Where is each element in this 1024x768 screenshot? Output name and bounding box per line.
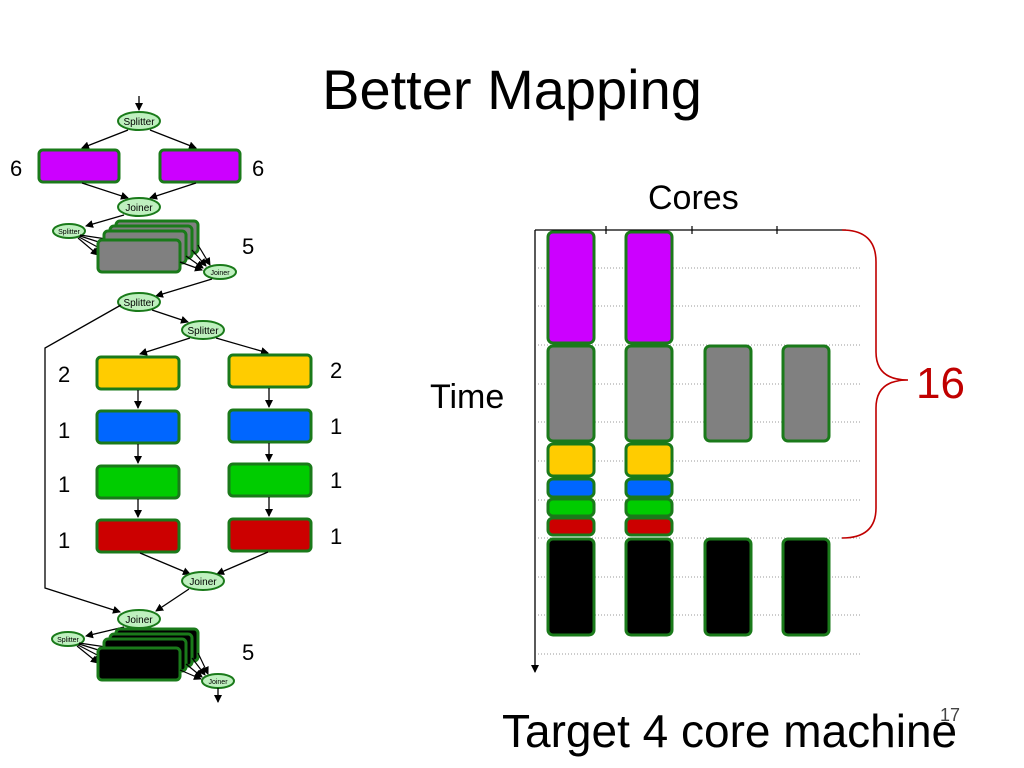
green-filter-left xyxy=(95,464,181,500)
time-axis-label: Time xyxy=(430,378,505,416)
makespan-brace xyxy=(841,229,909,539)
svg-text:Splitter: Splitter xyxy=(123,298,155,309)
svg-text:Joiner: Joiner xyxy=(208,679,228,686)
red-filter-right xyxy=(227,517,313,553)
splitter-node-4: Splitter xyxy=(181,320,225,340)
core1-yellow-task xyxy=(546,442,596,478)
svg-text:Splitter: Splitter xyxy=(123,117,155,128)
weight-label: 1 xyxy=(330,524,343,549)
splitter-node-2: Splitter xyxy=(52,223,86,239)
core1-gray-task xyxy=(546,344,596,443)
black-filter-stack xyxy=(96,627,200,682)
slide-subtitle: Target 4 core machine xyxy=(502,705,958,757)
svg-text:Splitter: Splitter xyxy=(187,326,219,337)
weight-label: 6 xyxy=(10,156,23,181)
core2-green-task xyxy=(624,497,674,518)
slide-title: Better Mapping xyxy=(322,58,702,121)
core1-red-task xyxy=(546,516,596,537)
green-filter-right xyxy=(227,462,313,498)
core2-gray-task xyxy=(624,344,674,443)
weight-label: 1 xyxy=(330,414,343,439)
gray-filter-stack xyxy=(96,219,200,274)
weight-label: 2 xyxy=(58,362,71,387)
svg-text:Joiner: Joiner xyxy=(125,615,153,626)
weight-label: 2 xyxy=(330,358,343,383)
blue-filter-right xyxy=(227,408,313,444)
svg-text:Joiner: Joiner xyxy=(210,270,230,277)
weight-label: 5 xyxy=(242,234,255,259)
weight-label: 5 xyxy=(242,640,255,665)
weight-label: 1 xyxy=(58,472,71,497)
core3-black-task xyxy=(703,537,753,637)
yellow-filter-right xyxy=(227,353,313,389)
core1-green-task xyxy=(546,497,596,518)
makespan-label: 16 xyxy=(916,359,965,408)
joiner-node-5: Joiner xyxy=(201,673,235,689)
core2-red-task xyxy=(624,516,674,537)
joiner-node-1: Joiner xyxy=(117,197,161,217)
core4-black-task xyxy=(781,537,831,637)
red-filter-left xyxy=(95,518,181,554)
weight-label: 6 xyxy=(252,156,265,181)
core1-purple-task xyxy=(546,230,596,345)
page-number: 17 xyxy=(940,705,961,725)
joiner-node-4: Joiner xyxy=(117,609,161,629)
bypass-edge xyxy=(44,304,122,614)
core2-purple-task xyxy=(624,230,674,345)
joiner-node-2: Joiner xyxy=(203,264,237,280)
splitter-node-3: Splitter xyxy=(117,292,161,312)
svg-text:Joiner: Joiner xyxy=(189,577,217,588)
core1-black-task xyxy=(546,537,596,637)
core-schedule xyxy=(531,226,909,673)
core2-black-task xyxy=(624,537,674,637)
stream-graph: Splitter Joiner Splitter xyxy=(37,96,313,703)
svg-text:Splitter: Splitter xyxy=(58,229,80,236)
splitter-node-1: Splitter xyxy=(117,111,161,131)
svg-text:Joiner: Joiner xyxy=(125,203,153,214)
core1-blue-task xyxy=(546,477,596,499)
joiner-node-3: Joiner xyxy=(181,571,225,591)
core2-yellow-task xyxy=(624,442,674,478)
core2-blue-task xyxy=(624,477,674,499)
core3-gray-task xyxy=(703,344,753,443)
yellow-filter-left xyxy=(95,355,181,391)
purple-filter-right xyxy=(158,148,242,184)
weight-label: 1 xyxy=(58,418,71,443)
blue-filter-left xyxy=(95,409,181,445)
cores-axis-label: Cores xyxy=(648,179,739,217)
core4-gray-task xyxy=(781,344,831,443)
splitter-node-5: Splitter xyxy=(51,631,85,647)
weight-label: 1 xyxy=(58,528,71,553)
purple-filter-left xyxy=(37,148,121,184)
svg-text:Splitter: Splitter xyxy=(57,637,79,644)
weight-label: 1 xyxy=(330,468,343,493)
